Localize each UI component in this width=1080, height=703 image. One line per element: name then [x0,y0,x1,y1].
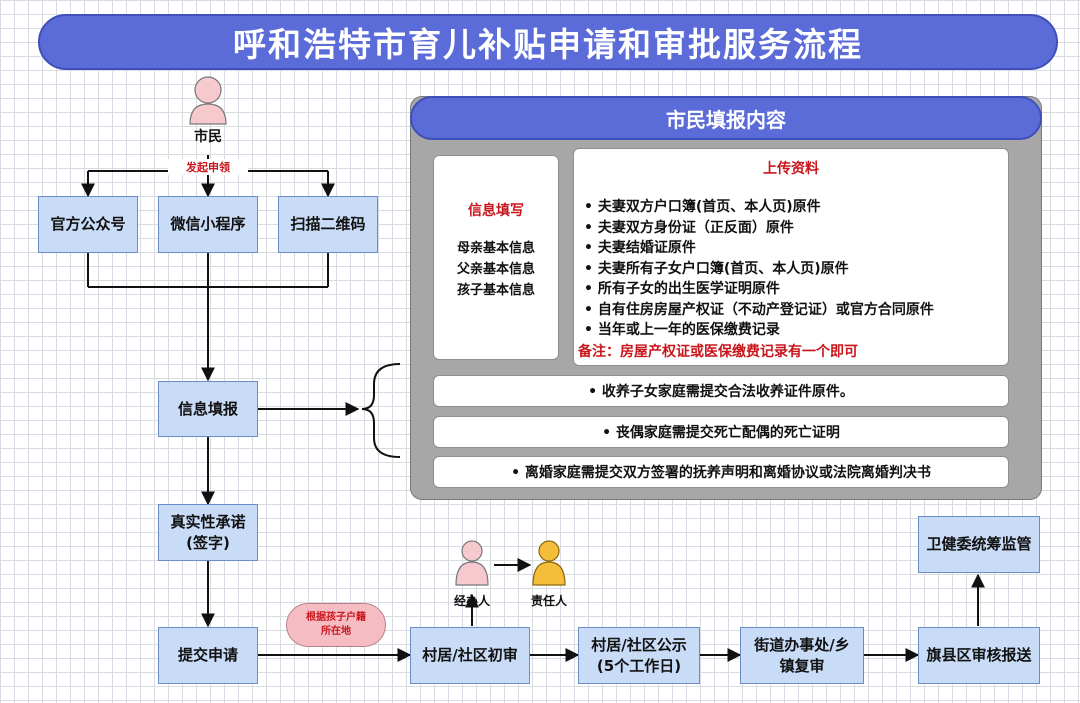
upload-item: • 自有住房房屋产权证（不动产登记证）或官方合同原件 [584,301,934,318]
panel-title: 市民填报内容 [410,96,1042,140]
handler-label: 经办人 [453,594,490,608]
step-village-review[interactable]: 村居/社区初审 [410,627,530,684]
responsible-label: 责任人 [530,594,567,608]
household-registration-tag: 根据孩子户籍 所在地 [286,603,386,647]
info-fill-list: 母亲基本信息 父亲基本信息 孩子基本信息 [434,238,558,301]
upload-item: • 所有子女的出生医学证明原件 [584,281,780,297]
step-street-review[interactable]: 街道办事处/乡 镇复审 [740,627,864,684]
upload-materials-card: 上传资料 • 夫妻双方户口簿(首页、本人页)原件 • 夫妻双方身份证（正反面）原… [573,148,1009,366]
adoption-requirement: • 收养子女家庭需提交合法收养证件原件。 [433,375,1009,407]
step-submit[interactable]: 提交申请 [158,627,258,684]
upload-item: • 夫妻所有子女户口簿(首页、本人页)原件 [584,260,849,277]
channel-official-account[interactable]: 官方公众号 [38,196,138,253]
step-county-review[interactable]: 旗县区审核报送 [918,627,1040,684]
upload-title: 上传资料 [763,161,819,177]
upload-item: • 夫妻双方身份证（正反面）原件 [584,219,794,236]
step-fill-report[interactable]: 信息填报 [158,381,258,437]
info-item-child: 孩子基本信息 [456,283,535,298]
step-supervision[interactable]: 卫健委统筹监管 [918,516,1040,573]
upload-item: • 夫妻结婚证原件 [584,240,696,256]
upload-list: • 夫妻双方户口簿(首页、本人页)原件 • 夫妻双方身份证（正反面）原件 • 夫… [584,197,934,341]
info-fill-title: 信息填写 [468,203,524,219]
upload-item: • 当年或上一年的医保缴费记录 [584,322,780,338]
info-item-father: 父亲基本信息 [456,262,535,277]
channel-qr-code[interactable]: 扫描二维码 [278,196,378,253]
citizen-label: 市民 [194,129,222,145]
info-item-mother: 母亲基本信息 [456,241,535,256]
upload-item: • 夫妻双方户口簿(首页、本人页)原件 [584,199,821,215]
page-title: 呼和浩特市育儿补贴申请和审批服务流程 [38,14,1058,70]
widowed-requirement: • 丧偶家庭需提交死亡配偶的死亡证明 [433,416,1009,448]
step-publicity[interactable]: 村居/社区公示 (5个工作日) [578,627,700,684]
upload-note: 备注：房屋产权证或医保缴费记录有一个即可 [578,344,858,360]
initiate-claim-label: 发起申领 [168,159,248,175]
channel-mini-program[interactable]: 微信小程序 [158,196,258,253]
divorce-requirement: • 离婚家庭需提交双方签署的抚养声明和离婚协议或法院离婚判决书 [433,456,1009,488]
info-fill-card: 信息填写 母亲基本信息 父亲基本信息 孩子基本信息 [433,155,559,360]
step-commitment[interactable]: 真实性承诺 (签字) [158,504,258,561]
